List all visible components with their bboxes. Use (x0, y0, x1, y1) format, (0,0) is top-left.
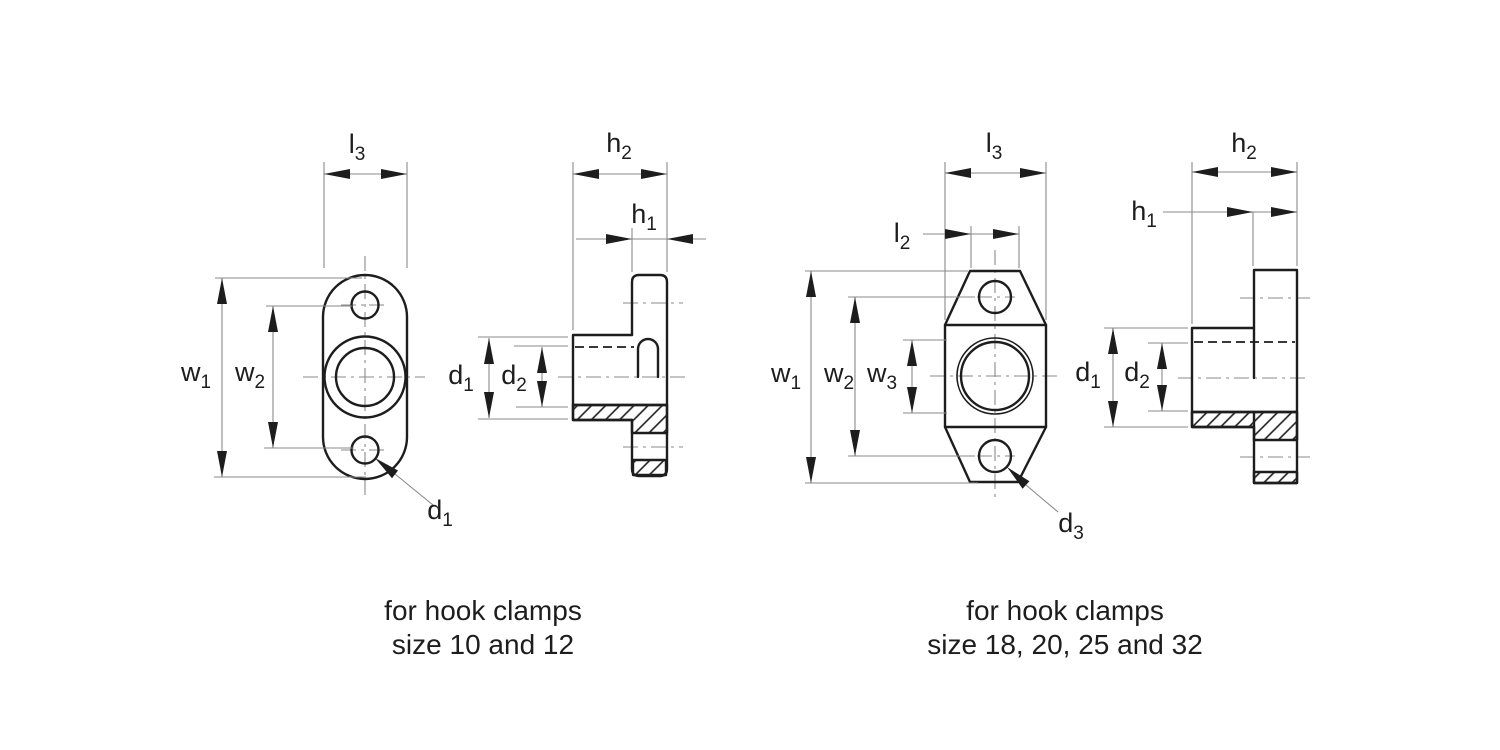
left-side-view-construction-lines (558, 302, 690, 448)
section-hatch-upper (1190, 410, 1299, 442)
flange-plate-edge (1252, 268, 1299, 485)
left-dim-h1: h1 (576, 199, 706, 272)
dim-label-h2-left: h2 (606, 128, 632, 164)
left-caption-line1: for hook clamps (384, 595, 582, 626)
dim-label-l3-right: l3 (986, 128, 1003, 164)
center-bore-circle (959, 340, 1031, 412)
left-dim-h2: h2 (572, 128, 668, 330)
left-front-view (321, 273, 409, 481)
dim-label-l2-right: l2 (894, 218, 911, 254)
top-mounting-hole (977, 279, 1013, 315)
left-assembly: l3 w1 w2 d1 (180, 128, 706, 660)
right-dim-l2: l2 (894, 218, 1020, 268)
dim-label-w1-left: w1 (180, 357, 211, 393)
right-callout-d3: d3 (1007, 467, 1084, 544)
left-dim-w1: w1 (180, 277, 366, 478)
dim-label-h1-right: h1 (1131, 196, 1157, 232)
dim-label-d2-left: d2 (501, 360, 527, 396)
oval-flange-outline (321, 273, 409, 481)
right-dim-w1: w1 (770, 270, 978, 484)
right-dim-l3: l3 (944, 128, 1047, 320)
hole-slot-section (636, 337, 660, 379)
left-callout-d1: d1 (375, 458, 453, 531)
right-dim-w2: w2 (823, 296, 975, 457)
dim-label-d1-left: d1 (448, 360, 474, 396)
left-dim-w2: w2 (234, 305, 354, 449)
dim-label-d3-callout: d3 (1058, 508, 1084, 544)
left-caption-line2: size 10 and 12 (392, 629, 574, 660)
dim-label-h1-left: h1 (631, 199, 657, 235)
right-caption-line2: size 18, 20, 25 and 32 (927, 629, 1203, 660)
section-hatch-upper (571, 403, 669, 435)
dim-label-h2-right: h2 (1231, 128, 1257, 164)
dim-label-w2-right: w2 (823, 358, 854, 394)
left-side-view (571, 273, 669, 478)
center-bore-circle (334, 346, 396, 408)
dim-label-l3-left: l3 (349, 129, 366, 165)
right-dim-h1: h1 (1131, 196, 1297, 266)
dim-label-w3-right: w3 (866, 358, 897, 394)
right-dim-d1: d1 (1075, 327, 1188, 428)
center-boss-circle (956, 337, 1034, 415)
dim-label-d2-right: d2 (1124, 357, 1150, 393)
bottom-mounting-hole (977, 438, 1013, 474)
left-dim-d2: d2 (501, 345, 568, 408)
section-hatch-lower (631, 458, 668, 477)
right-caption-line1: for hook clamps (966, 595, 1164, 626)
right-dim-w3: w3 (866, 339, 947, 414)
dim-label-w1-right: w1 (770, 358, 801, 394)
right-side-view (1190, 268, 1299, 485)
dim-label-d1-right: d1 (1075, 357, 1101, 393)
left-dim-d1: d1 (448, 336, 568, 420)
right-side-view-construction-lines (1178, 297, 1310, 458)
left-dim-l3: l3 (323, 129, 408, 268)
center-boss-circle (323, 335, 407, 419)
right-assembly: l3 l2 w1 w2 (770, 128, 1310, 660)
section-hatch-lower (1252, 470, 1299, 485)
dim-label-w2-left: w2 (234, 357, 265, 393)
right-dim-d2: d2 (1124, 342, 1188, 412)
right-front-view-construction-lines (930, 250, 1060, 498)
bottom-mounting-hole (350, 435, 380, 465)
dim-label-d1-callout: d1 (427, 495, 453, 531)
top-mounting-hole (350, 290, 380, 320)
right-dim-h2: h2 (1191, 128, 1298, 324)
